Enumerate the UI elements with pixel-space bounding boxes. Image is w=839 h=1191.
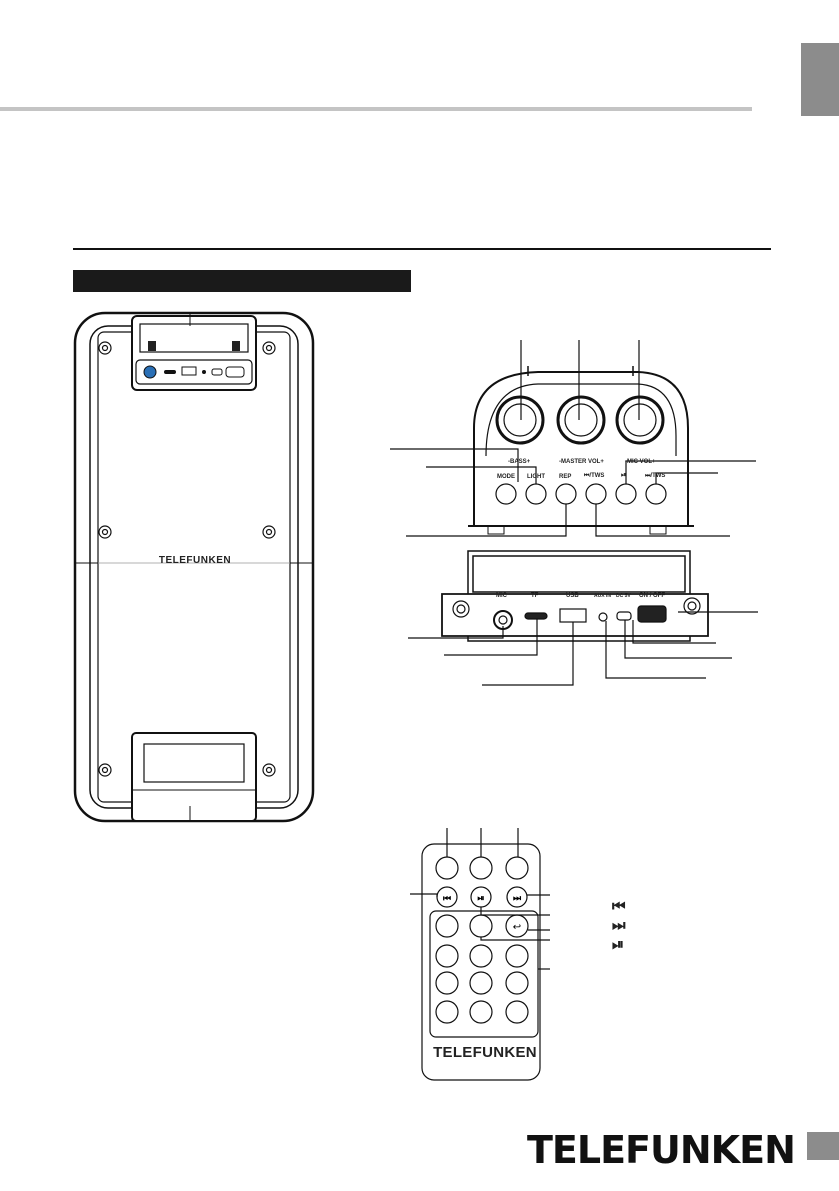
remote-logo: TELEFUNKEN — [433, 1044, 537, 1061]
svg-text:⏭: ⏭ — [513, 893, 522, 903]
label-on-off: ON / OFF — [639, 593, 665, 599]
label-mode: MODE — [497, 474, 515, 480]
label-light: LIGHT — [527, 474, 545, 480]
label-bass: -BASS+ — [508, 459, 531, 465]
label-play-pause: ⏯ — [621, 472, 627, 479]
page-number-tab — [807, 1132, 839, 1160]
legend-prev-icon: ⏮ — [612, 898, 626, 915]
label-mic-vol: -MIC VOL+ — [625, 459, 656, 465]
knob-mic-volume — [615, 395, 665, 445]
remote-illustration: ⏮ ⏯ ⏭ ↩ — [410, 828, 550, 1081]
screws — [98, 341, 276, 777]
label-aux-in: AUX IN — [594, 593, 611, 599]
label-dc: DC 5V — [616, 593, 631, 599]
bottom-handle — [131, 732, 257, 822]
svg-text:⏮: ⏮ — [443, 893, 451, 903]
top-io-panel — [135, 359, 253, 385]
footer-brand: TELEFUNKEN — [527, 1128, 796, 1172]
remote-number-pad — [429, 910, 539, 1038]
knob-master-volume — [556, 395, 606, 445]
remote-top-buttons — [435, 856, 529, 938]
label-prev-tws: ⏮/TWS — [584, 473, 605, 479]
label-usb: USB — [566, 593, 579, 599]
speaker-front-illustration — [73, 311, 315, 823]
section-divider — [73, 248, 771, 250]
button-row — [495, 483, 667, 505]
section-title-bar — [73, 270, 411, 292]
knob-bass — [495, 395, 545, 445]
label-tf: TF — [531, 593, 539, 599]
svg-text:↩: ↩ — [513, 922, 521, 933]
control-panel-illustration — [390, 340, 758, 686]
svg-text:⏯: ⏯ — [477, 893, 484, 903]
remote-number-buttons — [435, 914, 529, 1024]
label-master-vol: -MASTER VOL+ — [559, 459, 604, 465]
speaker-front-logo: TELEFUNKEN — [158, 555, 232, 566]
header-rule — [0, 107, 752, 111]
io-jacks — [452, 597, 701, 630]
label-rep: REP — [559, 474, 572, 480]
legend-next-icon: ⏭ — [612, 917, 626, 934]
label-mic: MIC — [496, 593, 507, 599]
legend-play-pause-icon: ⏯ — [612, 936, 625, 953]
io-panel-recess — [472, 555, 686, 593]
language-tab — [801, 43, 839, 116]
label-next-tws: ⏭/TWS — [645, 473, 666, 479]
